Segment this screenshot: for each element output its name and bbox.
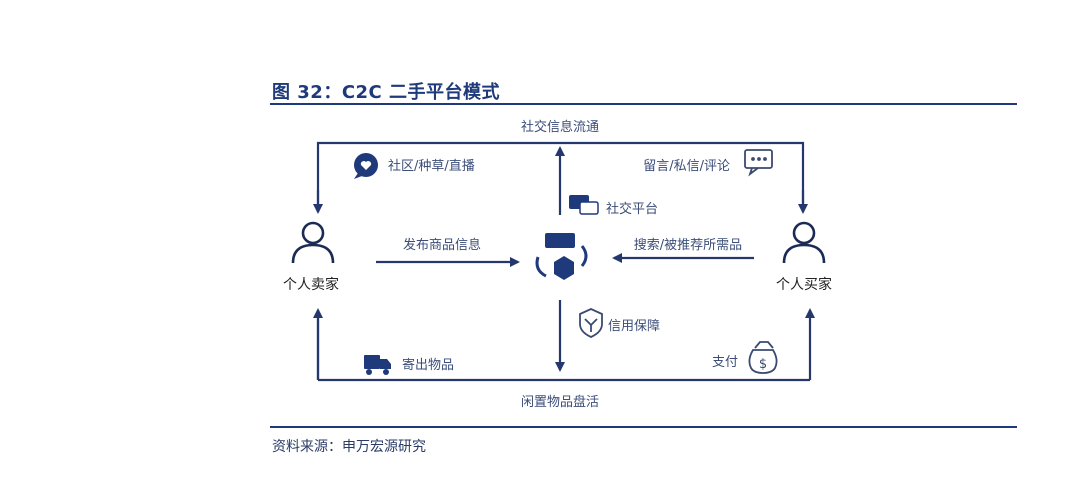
chat-heart-icon (354, 153, 378, 179)
money-bag-icon: $ (748, 341, 778, 374)
seller-person-icon (291, 221, 335, 264)
figure-title: 图 32：C2C 二手平台模式 (272, 82, 501, 103)
source-note: 资料来源：申万宏源研究 (272, 439, 426, 455)
ship-label: 寄出物品 (402, 357, 454, 373)
publish-label: 发布商品信息 (403, 237, 481, 253)
idle-goods-label: 闲置物品盘活 (521, 394, 599, 410)
pay-label: 支付 (712, 355, 738, 370)
search-label: 搜索/被推荐所需品 (634, 238, 742, 253)
buyer-label: 个人买家 (776, 276, 832, 293)
social-flow-loop (316, 141, 805, 212)
chat-bubble-icon (744, 149, 773, 177)
truck-icon (364, 355, 391, 375)
svg-text:$: $ (759, 357, 767, 372)
credit-label: 信用保障 (608, 319, 660, 334)
top-rule (270, 103, 1017, 105)
shield-check-icon (579, 308, 603, 338)
chat-bubbles-icon (569, 195, 599, 215)
buyer-person-icon (782, 221, 826, 264)
seller-label: 个人卖家 (283, 276, 339, 293)
social-platform-label: 社交平台 (606, 201, 658, 217)
community-label: 社区/种草/直播 (388, 158, 475, 174)
bottom-rule (270, 426, 1017, 428)
comments-label: 留言/私信/评论 (643, 159, 730, 174)
social-flow-label: 社交信息流通 (521, 119, 599, 135)
platform-cycle-icon (535, 233, 588, 280)
